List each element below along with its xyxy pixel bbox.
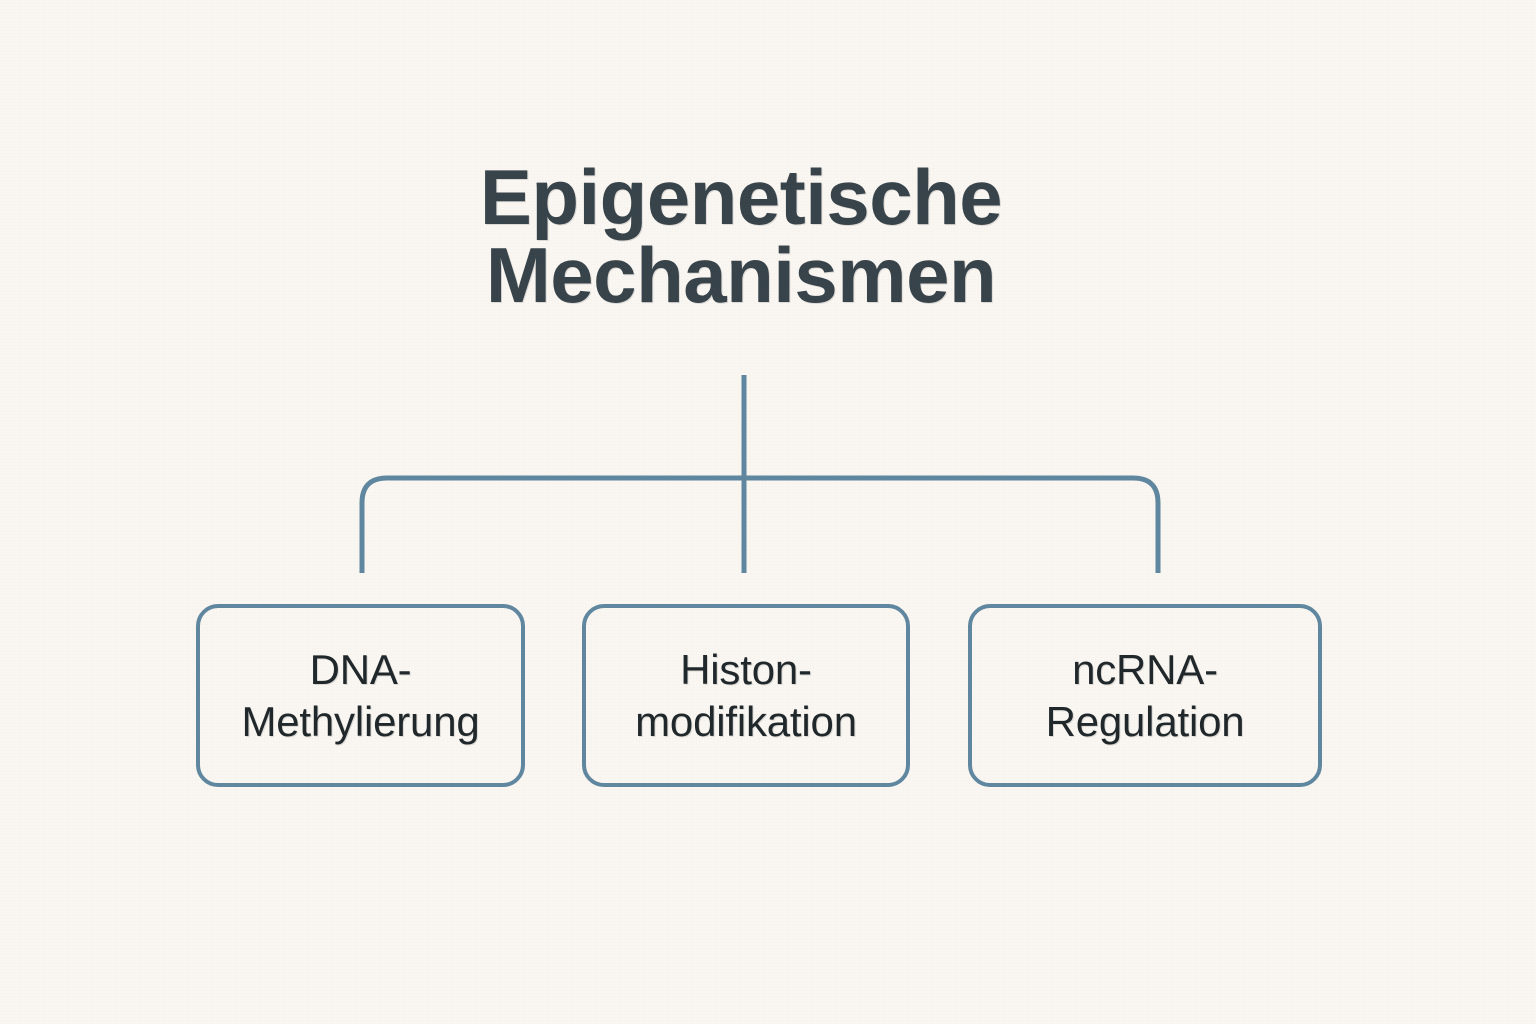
leaf-node-histonmodifikation[interactable]: Histon- modifikation	[582, 604, 910, 787]
leaf-node-ncrna-regulation[interactable]: ncRNA- Regulation	[968, 604, 1322, 787]
connector-left-branch	[359, 475, 744, 573]
leaf-node-dna-methylierung[interactable]: DNA- Methylierung	[196, 604, 525, 787]
leaf-node-label: ncRNA- Regulation	[1045, 646, 1245, 745]
leaf-node-label: DNA- Methylierung	[241, 646, 480, 745]
leaf-node-label: Histon- modifikation	[635, 646, 857, 745]
root-node-title: Epigenetische Mechanismen	[479, 153, 1003, 319]
connector-right-branch	[744, 475, 1161, 573]
